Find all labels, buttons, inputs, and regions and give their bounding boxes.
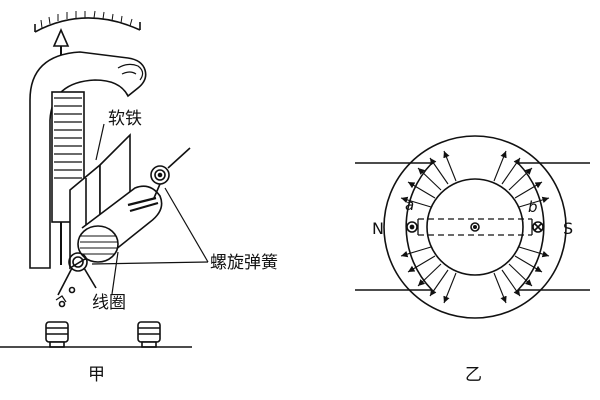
center-axle — [470, 222, 480, 232]
radial-field-diagram — [355, 135, 590, 319]
leader-coil — [111, 251, 119, 295]
spiral-spring-top — [150, 147, 191, 199]
caption-right: 乙 — [465, 365, 482, 385]
label-soft-iron: 软铁 — [108, 109, 142, 129]
label-south: S — [563, 219, 573, 238]
caption-left: 甲 — [88, 365, 105, 385]
label-side-a: a — [405, 196, 414, 214]
binding-post-left — [45, 321, 69, 348]
leader-soft-iron — [95, 123, 105, 161]
scale-dial — [34, 10, 141, 33]
label-coil: 线圈 — [92, 293, 126, 313]
outer-ring — [383, 135, 567, 319]
coil-rectangle — [417, 218, 533, 236]
field-lines-left — [400, 150, 457, 304]
iron-core — [426, 178, 524, 276]
coil-cylinder — [77, 185, 163, 263]
leader-spring-top — [164, 187, 209, 263]
binding-post-right — [137, 321, 161, 348]
north-pole — [355, 162, 434, 291]
label-north: N — [372, 219, 384, 238]
galvanometer-structure — [0, 10, 209, 348]
label-spiral-spring: 螺旋弹簧 — [210, 253, 278, 273]
spiral-spring-bottom — [55, 252, 97, 308]
coil-side-a-dot — [406, 221, 418, 233]
field-lines-right — [493, 150, 550, 304]
coil-side-b-cross — [532, 221, 544, 233]
label-side-b: b — [528, 198, 538, 216]
leader-spring-bottom — [91, 261, 209, 265]
